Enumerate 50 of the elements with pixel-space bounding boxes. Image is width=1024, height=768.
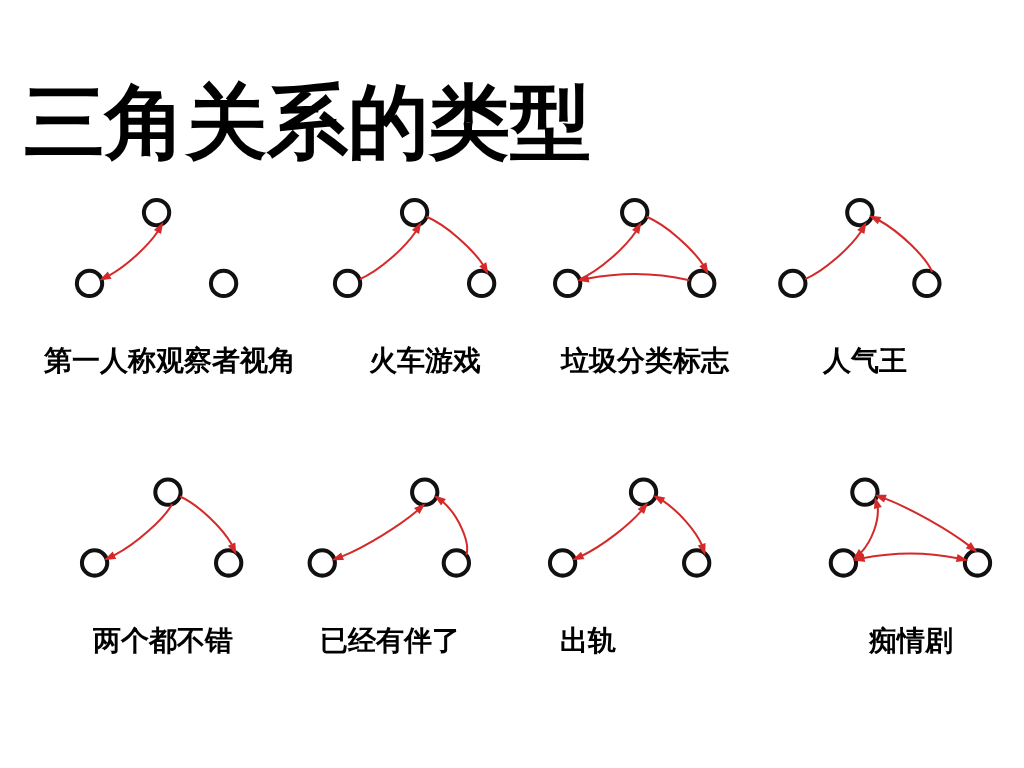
node-circle bbox=[441, 548, 471, 578]
label: 第一人称观察者视角 bbox=[43, 344, 296, 378]
node-circle bbox=[687, 268, 717, 299]
node-circle bbox=[332, 268, 363, 299]
arrow bbox=[853, 552, 969, 562]
node-circle bbox=[778, 268, 808, 299]
node-circle bbox=[682, 548, 712, 578]
arrow bbox=[653, 495, 706, 556]
node-circle bbox=[620, 197, 650, 228]
label: 火车游戏 bbox=[369, 344, 482, 378]
label: 已经有伴了 bbox=[320, 623, 461, 657]
arrow bbox=[426, 215, 489, 275]
label: 垃圾分类标志 bbox=[560, 344, 729, 378]
node-circle bbox=[547, 548, 578, 578]
node-circle bbox=[307, 548, 337, 578]
diagram-title: 三角关系的类型 bbox=[23, 74, 591, 169]
label: 人气王 bbox=[823, 344, 908, 378]
label: 痴情剧 bbox=[868, 623, 953, 657]
label: 两个都不错 bbox=[92, 623, 233, 657]
arrow bbox=[852, 496, 882, 560]
node-circle bbox=[912, 268, 942, 299]
node-circle bbox=[79, 548, 110, 578]
node-circle bbox=[153, 477, 183, 507]
node-circle bbox=[962, 548, 993, 578]
node-circle bbox=[141, 197, 172, 228]
arrow bbox=[103, 503, 173, 561]
node-circle bbox=[553, 268, 583, 299]
arrow bbox=[179, 495, 237, 555]
arrow bbox=[869, 215, 934, 273]
arrow bbox=[99, 221, 164, 281]
node-circle bbox=[399, 197, 430, 228]
node-circle bbox=[208, 268, 239, 299]
arrow bbox=[359, 221, 422, 280]
node-circle bbox=[628, 477, 659, 507]
arrow bbox=[804, 221, 867, 280]
arrow bbox=[434, 495, 469, 556]
arrow bbox=[331, 503, 426, 561]
arrow bbox=[572, 502, 649, 561]
arrow bbox=[646, 215, 709, 275]
node-circle bbox=[466, 268, 497, 299]
node-circle bbox=[74, 268, 105, 299]
arrow bbox=[577, 273, 690, 283]
label: 出轨 bbox=[560, 623, 617, 657]
node-circle bbox=[410, 477, 440, 507]
arrow bbox=[579, 221, 642, 280]
node-circle bbox=[214, 548, 244, 578]
node-circle bbox=[845, 197, 875, 228]
node-circle bbox=[828, 548, 859, 578]
node-circle bbox=[850, 477, 880, 507]
arrow bbox=[874, 494, 978, 553]
